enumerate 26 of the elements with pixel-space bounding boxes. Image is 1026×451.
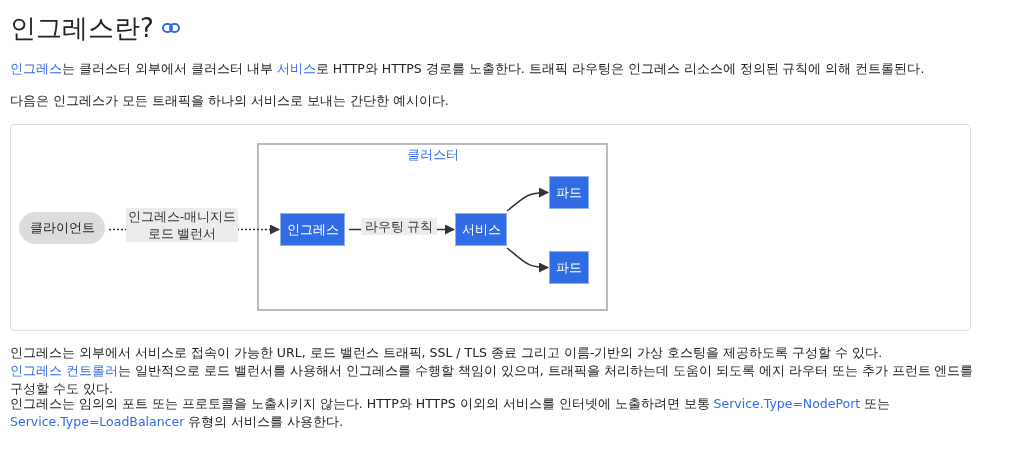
link: 서비스	[276, 61, 316, 76]
arrow	[506, 187, 549, 212]
node-label: 서비스	[461, 220, 501, 239]
node-label: 인그레스	[286, 220, 339, 239]
paragraph: 다음은 인그레스가 모든 트래픽을 하나의 서비스로 보내는 간단한 예시이다.	[10, 92, 450, 110]
arrow	[506, 247, 549, 273]
ingress-box	[280, 213, 345, 246]
link: 인그레스	[10, 61, 62, 76]
edge-label: 인그레스-매니지드 로드 밸런서	[126, 208, 238, 242]
pod-box	[549, 251, 589, 284]
link: 인그레스 컨트롤러	[10, 363, 118, 378]
paragraph: 인그레스는 임의의 포트 또는 프로토콜을 노출시키지 않는다. HTTP와 HTTPS 이외의 서비스를 인터넷에 노출하려면 보통 Service.Type=NodePort 또는 Service.Type=LoadBalancer 유형의 서비스를 사용한다.	[10, 395, 892, 431]
link: Service.Type=NodePort	[713, 396, 861, 411]
node-label: 클라이언트	[29, 219, 95, 237]
service-box	[455, 213, 507, 246]
cluster-label: 클러스터	[406, 147, 459, 164]
paragraph: 인그레스는 클러스터 외부에서 클러스터 내부 서비스로 HTTP와 HTTPS 경로를 노출한다. 트래픽 라우팅은 인그레스 리소스에 정의된 규칙에 의해 컨트롤된다.	[10, 60, 926, 78]
pod-box	[549, 176, 589, 209]
paragraph: 인그레스는 외부에서 서비스로 접속이 가능한 URL, 로드 밸런스 트래픽, SSL / TLS 종료 그리고 이름-기반의 가상 호스팅을 제공하도록 구성할 수 있다. 인그레스 컨트롤러 는 일반적으로 로드 밸런서를 사용해서 인그레스를 수행할 책임이 있으며, 트래픽을 처리하는데 도움이 되도록 에지 라우터 또는 추가 프런트 엔드를 구성할 수도 있다.	[10, 344, 975, 398]
page-title: 인그레스란?	[10, 12, 154, 45]
client-pill	[19, 212, 105, 244]
edge-label: 라우팅 규칙	[361, 218, 437, 235]
node-label: 파드	[556, 258, 582, 277]
link: Service.Type=LoadBalancer	[10, 414, 185, 429]
node-label: 파드	[556, 183, 582, 202]
cluster-box	[257, 143, 608, 311]
